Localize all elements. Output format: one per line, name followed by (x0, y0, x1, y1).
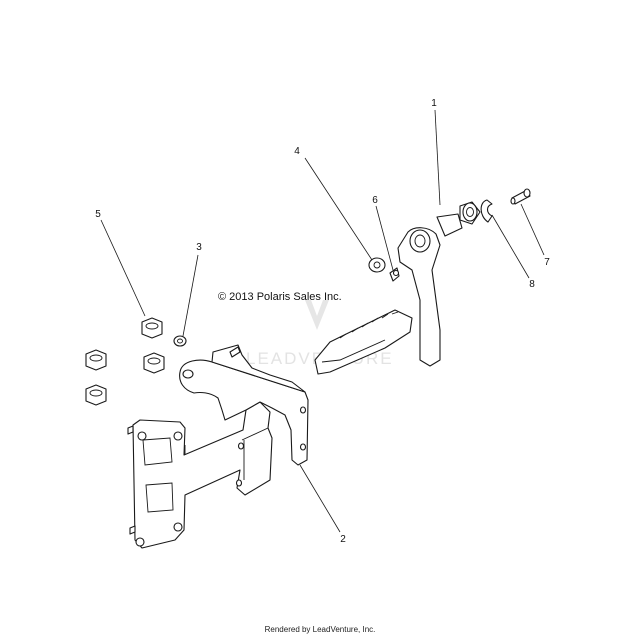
callout-3: 3 (196, 242, 202, 253)
callout-2: 2 (340, 534, 346, 545)
mounting-bracket (127, 344, 309, 549)
callout-4: 4 (294, 146, 300, 157)
copyright-notice: © 2013 Polaris Sales Inc. (218, 291, 342, 303)
pivot-bushing (459, 201, 481, 225)
callout-labels: 1 2 3 4 5 6 7 8 (95, 98, 550, 545)
watermark-logo-icon (305, 300, 329, 330)
cotter-pin (389, 267, 400, 282)
footer-credit: Rendered by LeadVenture, Inc. (264, 625, 376, 634)
clevis-pin (510, 188, 531, 205)
callout-5: 5 (95, 209, 101, 220)
e-clip (480, 199, 493, 223)
callout-1: 1 (431, 98, 437, 109)
callout-8: 8 (529, 279, 535, 290)
nut (85, 384, 107, 406)
brake-pedal (314, 213, 463, 375)
flange-nuts (85, 317, 165, 406)
callout-7: 7 (544, 257, 550, 268)
lock-washer (173, 335, 187, 347)
nut (141, 317, 163, 339)
callout-6: 6 (372, 195, 378, 206)
nut (143, 352, 165, 374)
nut (85, 349, 107, 371)
washer (368, 257, 386, 273)
leader-lines (100, 109, 545, 533)
